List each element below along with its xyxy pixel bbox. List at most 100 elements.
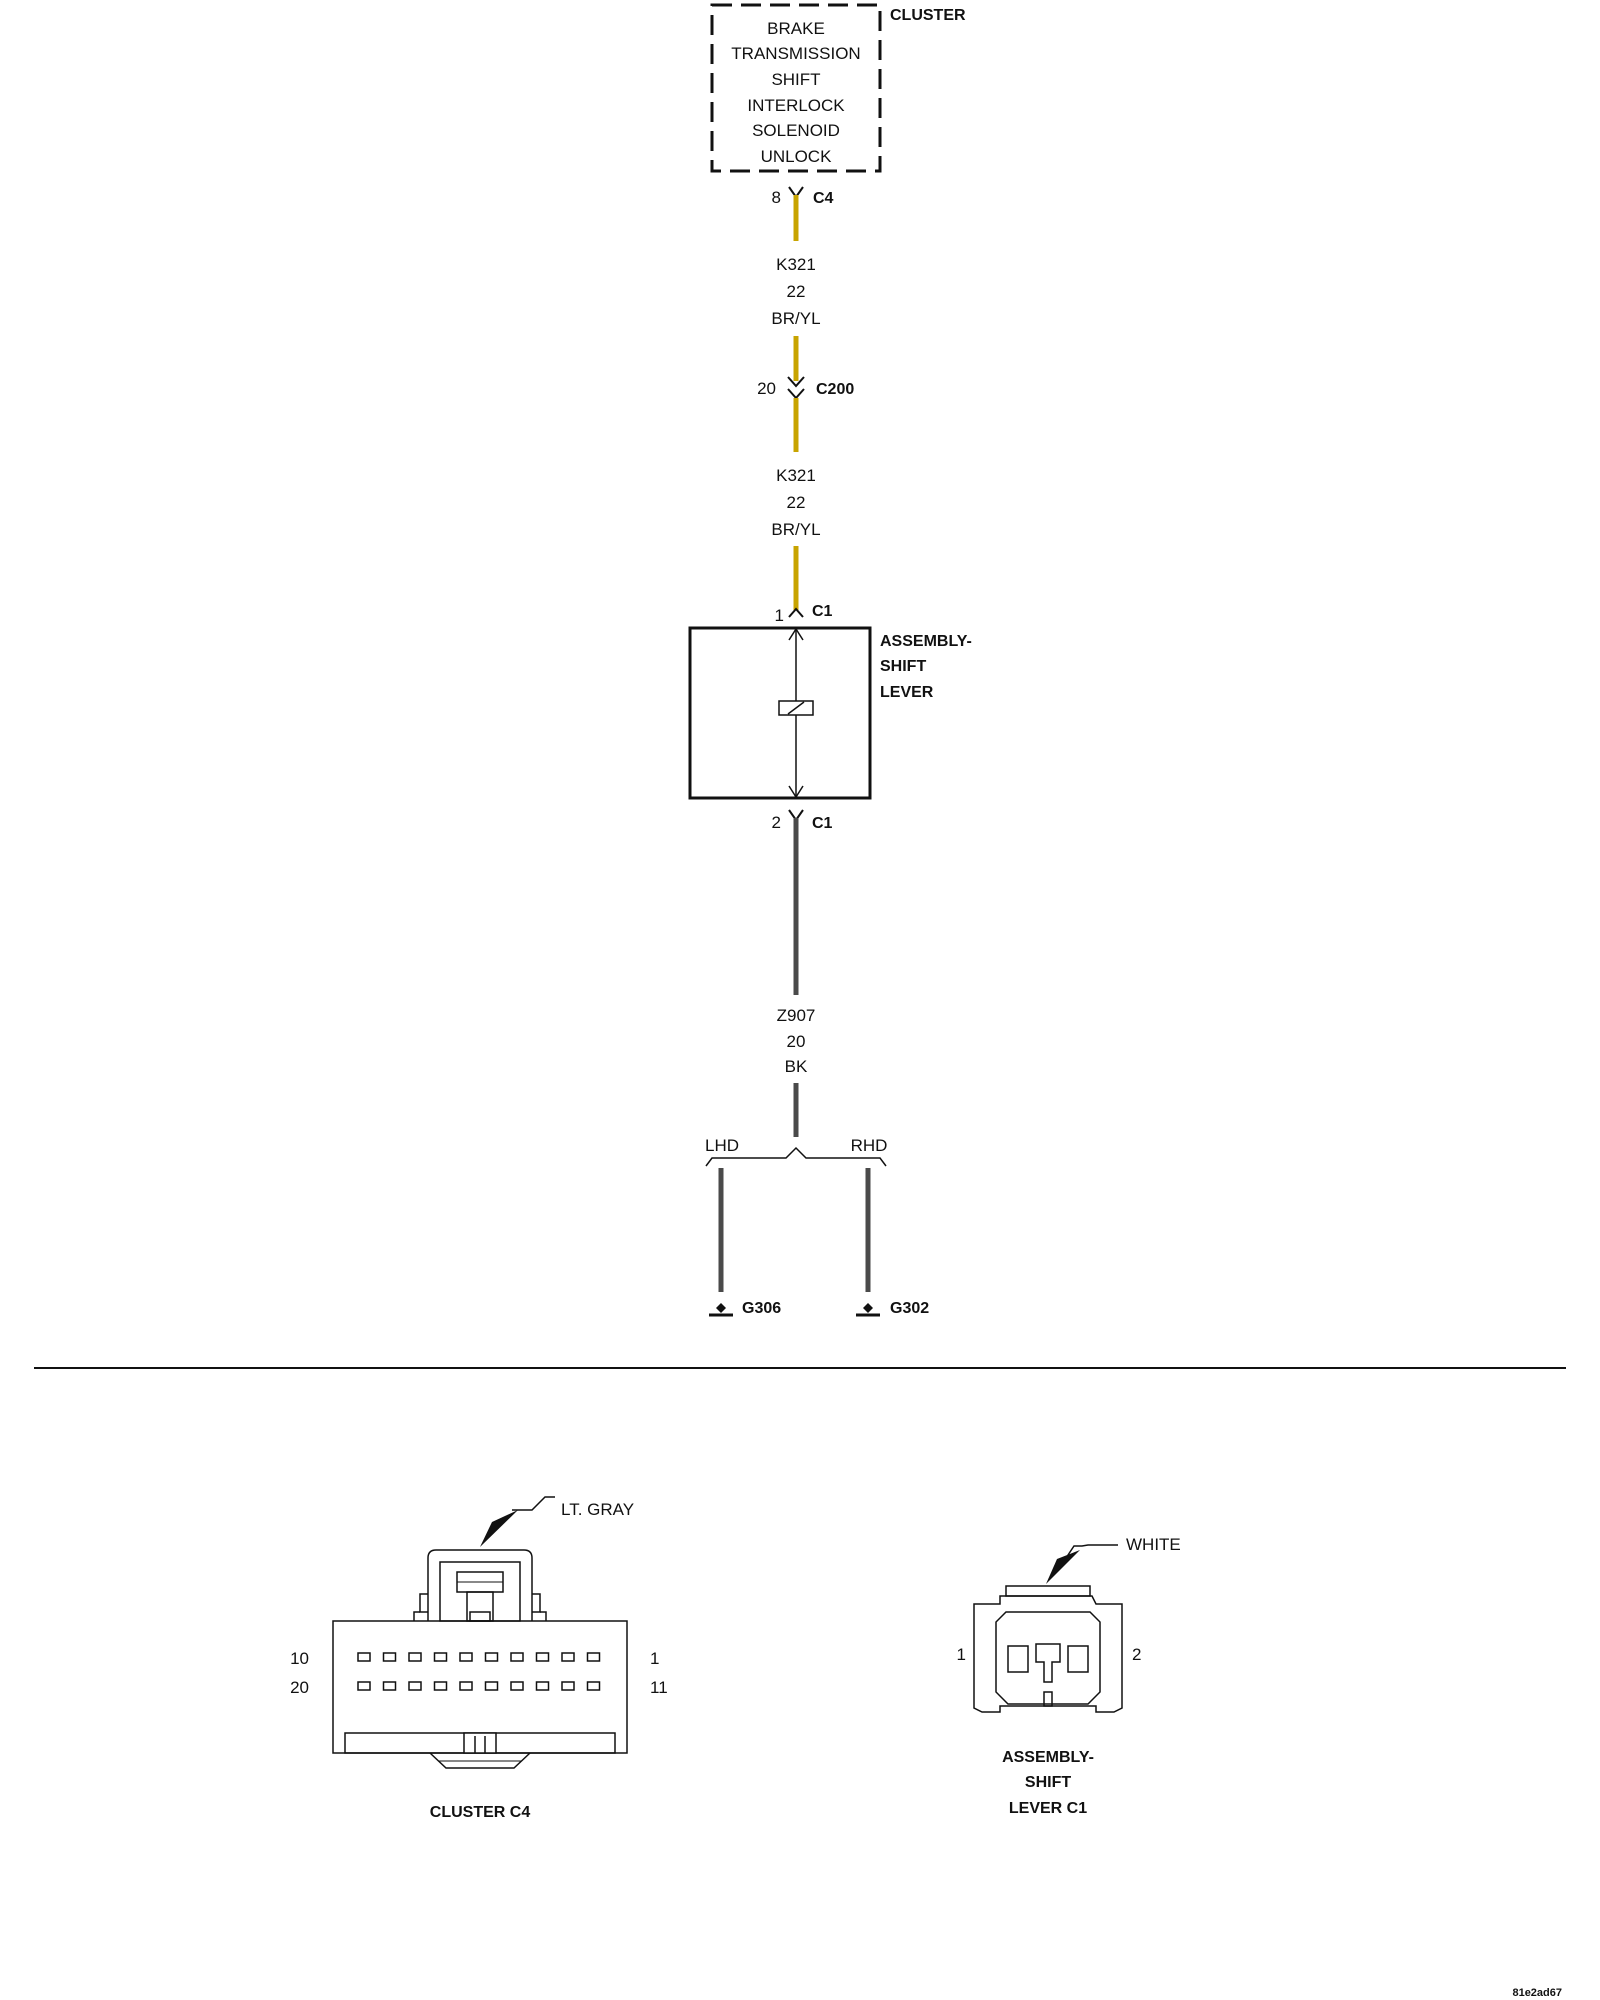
- pin-cavity: [586, 1681, 601, 1691]
- shift-lever-c1-caption: LEVER C1: [1009, 1800, 1087, 1817]
- pin-cavity: [484, 1681, 499, 1691]
- cluster-c4-ear-left-2: [413, 1611, 420, 1621]
- cluster-c4-latch-outer: [427, 1549, 533, 1621]
- connector-c4: 8 C4: [772, 186, 834, 207]
- shift-lever-c1-color: WHITE: [1126, 1535, 1181, 1554]
- connector-c4-pin: 8: [772, 188, 781, 207]
- shift-lever-top-conn: C1: [812, 603, 833, 620]
- ground-g302-label: G302: [890, 1300, 929, 1317]
- wire-gauge: 22: [787, 282, 806, 301]
- cluster-function-line: SOLENOID: [752, 121, 840, 140]
- connector-c200-pin: 20: [757, 379, 776, 398]
- cluster-function-line: BRAKE: [767, 19, 825, 38]
- cluster-c4-latch-key: [469, 1611, 491, 1622]
- pin-cavity: [382, 1652, 397, 1662]
- pin-cavity: [357, 1652, 371, 1662]
- shift-lever-c1-pin-number: 1: [957, 1645, 966, 1664]
- shift-lever-box: [688, 626, 872, 800]
- ground-icon: [716, 1303, 726, 1313]
- branch-brace: [705, 1146, 887, 1167]
- ground-g306: G306: [709, 1300, 781, 1317]
- shift-lever-c1-top-rib: [1005, 1585, 1091, 1597]
- cluster-function-line: UNLOCK: [761, 147, 833, 166]
- wire-circuit: K321: [776, 466, 816, 485]
- connector-c200-name: C200: [816, 381, 854, 398]
- cluster-c4-color: LT. GRAY: [561, 1500, 634, 1519]
- pin-cavity: [484, 1652, 499, 1662]
- cluster-module: CLUSTER BRAKE TRANSMISSION SHIFT INTERLO…: [710, 3, 966, 173]
- color-callout-arrow: [1046, 1550, 1080, 1584]
- shift-lever-c1-outer: [973, 1595, 1123, 1713]
- color-callout-leader: [512, 1496, 555, 1511]
- ground-icon: [863, 1303, 873, 1313]
- wire-circuit: K321: [776, 255, 816, 274]
- shift-lever-c1-cavity-right: [1067, 1645, 1089, 1673]
- pin-cavity: [561, 1681, 575, 1691]
- pin-cavity: [382, 1681, 397, 1691]
- pin-cavity: [510, 1681, 524, 1691]
- pin-cavity: [535, 1681, 550, 1691]
- wire-k321-upper-label: K321 22 BR/YL: [771, 255, 820, 328]
- pin-cavity: [433, 1681, 448, 1691]
- cluster-c4-ear-right: [532, 1593, 541, 1613]
- solenoid-lead-arrow: [788, 627, 804, 799]
- wire-z907-label: Z907 20 BK: [777, 1006, 816, 1076]
- cluster-c4-ear-right-2: [540, 1611, 547, 1621]
- shift-lever-assembly: 1 C1 ASSEMBLY- SHIFT LEVER 2 C1: [688, 603, 972, 832]
- connector-c4-name: C4: [813, 190, 834, 207]
- pin-cavity: [433, 1652, 448, 1662]
- cluster-function-line: INTERLOCK: [747, 96, 845, 115]
- shift-lever-name: SHIFT: [880, 658, 926, 675]
- shift-lever-c1-face: WHITE 1 2 ASSEMBLY- SHIFT LEVER C1: [957, 1535, 1181, 1817]
- image-code: 81e2ad67: [1512, 1987, 1562, 1999]
- cluster-c4-pin-number: 1: [650, 1649, 659, 1668]
- shift-lever-c1-center-key: [1035, 1643, 1061, 1683]
- cluster-title: CLUSTER: [890, 7, 966, 24]
- shift-lever-c1-inner: [995, 1611, 1101, 1705]
- wire-circuit: Z907: [777, 1006, 816, 1025]
- cluster-c4-pin-number: 10: [290, 1649, 309, 1668]
- wire-color: BK: [785, 1057, 808, 1076]
- pin-cavity: [357, 1681, 371, 1691]
- branch-split: LHD RHD: [705, 1136, 887, 1292]
- pin-cavity: [535, 1652, 550, 1662]
- shift-lever-name: ASSEMBLY-: [880, 633, 972, 650]
- cluster-c4-center-key: [463, 1732, 497, 1754]
- cluster-c4-pin-number: 11: [650, 1678, 668, 1697]
- cluster-c4-latch-tab: [466, 1591, 494, 1622]
- cluster-function-line: TRANSMISSION: [731, 44, 860, 63]
- shift-lever-name: LEVER: [880, 684, 934, 701]
- shift-lever-c1-caption: SHIFT: [1025, 1774, 1071, 1791]
- solenoid-icon-slash: [787, 701, 805, 715]
- cluster-function-line: SHIFT: [771, 70, 820, 89]
- shift-lever-c1-caption: ASSEMBLY-: [1002, 1749, 1094, 1766]
- ground-g306-label: G306: [742, 1300, 781, 1317]
- shift-lever-bottom-conn: C1: [812, 815, 833, 832]
- wire-k321-lower-label: K321 22 BR/YL: [771, 466, 820, 539]
- wire-gauge: 22: [787, 493, 806, 512]
- pin-cavity: [586, 1652, 601, 1662]
- shift-lever-c1-pin-number: 2: [1132, 1645, 1141, 1664]
- shift-lever-c1-bottom-notch: [1043, 1691, 1053, 1707]
- cluster-c4-caption: CLUSTER C4: [430, 1804, 531, 1821]
- color-callout-leader: [1065, 1544, 1118, 1559]
- wire-gauge: 20: [787, 1032, 806, 1051]
- shift-lever-top-pin: 1: [775, 606, 784, 625]
- cluster-dashed-box: [710, 3, 882, 173]
- branch-lhd: LHD: [705, 1136, 739, 1155]
- pin-cavity: [459, 1652, 473, 1662]
- cluster-c4-pin-number: 20: [290, 1678, 309, 1697]
- wire-color: BR/YL: [771, 520, 820, 539]
- wire-color: BR/YL: [771, 309, 820, 328]
- cluster-c4-pin-cavities: [357, 1652, 601, 1691]
- cluster-c4-face: LT. GRAY 10 1 20 11 CLUSTER C4: [290, 1496, 668, 1821]
- cluster-c4-ear-left: [419, 1593, 428, 1613]
- shift-lever-bottom-pin: 2: [772, 813, 781, 832]
- pin-cavity: [561, 1652, 575, 1662]
- branch-rhd: RHD: [851, 1136, 888, 1155]
- connector-c1-top-symbol: [788, 607, 804, 618]
- pin-cavity: [459, 1681, 473, 1691]
- shift-lever-c1-cavity-left: [1007, 1645, 1029, 1673]
- pin-cavity: [408, 1681, 422, 1691]
